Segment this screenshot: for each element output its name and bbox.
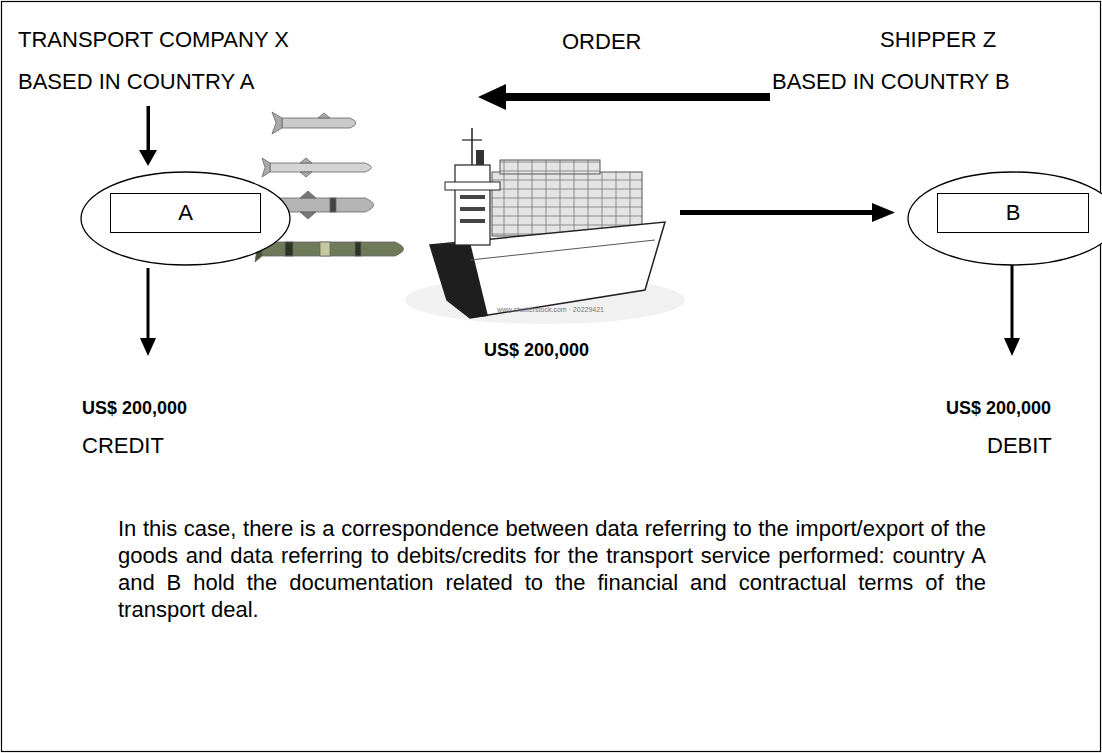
order-arrow: [478, 84, 770, 110]
arrow-label: ORDER: [562, 29, 641, 55]
amount-label: US$ 200,000: [946, 397, 1051, 419]
account-ellipse: B: [907, 171, 1102, 266]
shipper-name: SHIPPER Z: [880, 27, 996, 53]
ship-arrow: [680, 203, 895, 222]
amount-label: US$ 200,000: [484, 339, 589, 361]
down-arrow: [1004, 264, 1020, 356]
down-arrow: [140, 268, 156, 356]
ship-picture: [405, 128, 685, 324]
watermark: www.shutterstock.com · 20229421: [497, 305, 604, 314]
company-name: TRANSPORT COMPANY X: [18, 27, 289, 53]
debit-label: DEBIT: [987, 433, 1052, 459]
caption-note: In this case, there is a correspondence …: [118, 515, 986, 623]
account-ellipse: A: [80, 171, 291, 266]
country-box: A: [110, 193, 261, 233]
amount-label: US$ 200,000: [82, 397, 187, 419]
down-arrow: [139, 106, 157, 166]
shipper-location: BASED IN COUNTRY B: [772, 69, 1010, 95]
company-location: BASED IN COUNTRY A: [18, 69, 254, 95]
credit-label: CREDIT: [82, 433, 164, 459]
country-box: B: [937, 193, 1089, 233]
